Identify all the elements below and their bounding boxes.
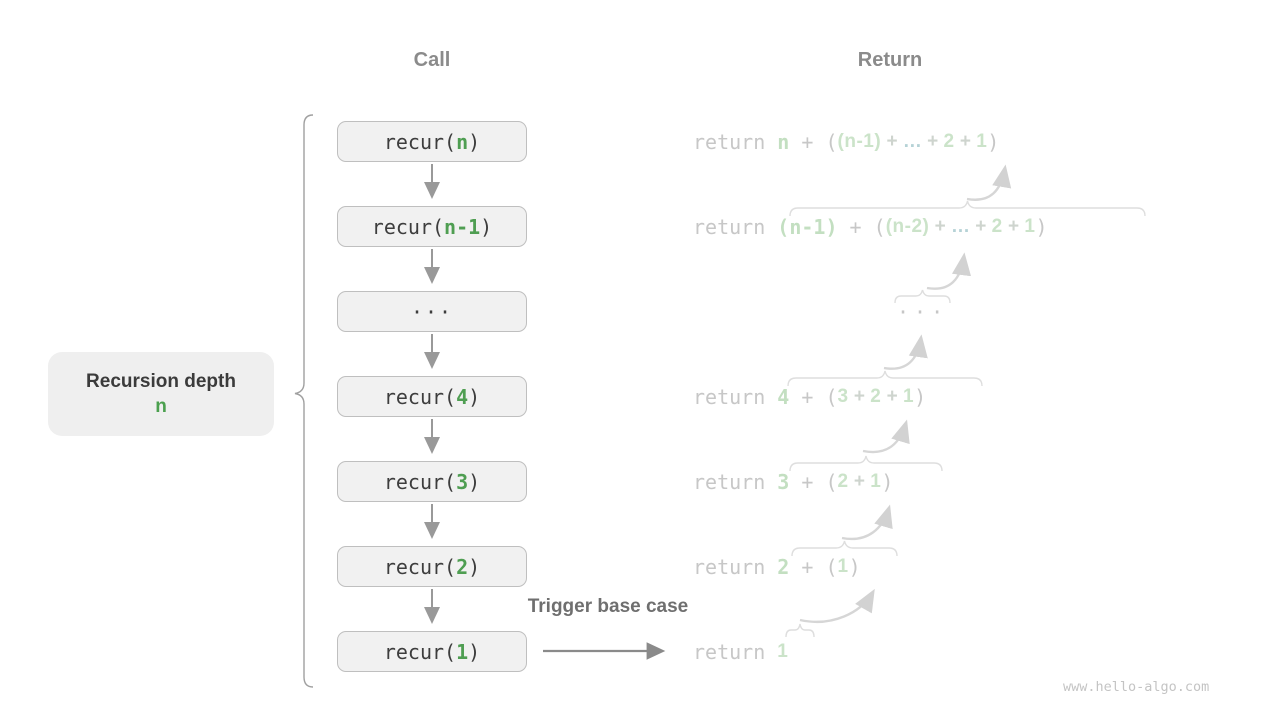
return-statement: return 1 bbox=[693, 631, 788, 672]
recursion-depth-label: Recursion depth n bbox=[48, 352, 274, 436]
return-column-header: Return bbox=[857, 49, 923, 71]
call-box-text: recur( bbox=[383, 554, 457, 579]
depth-value: n bbox=[155, 395, 167, 417]
return-text-segment: return bbox=[693, 469, 778, 494]
call-box: recur(4) bbox=[337, 376, 527, 417]
return-text-segment: return bbox=[693, 554, 778, 579]
return-arrow-icon bbox=[862, 419, 910, 454]
return-text-segment: + bbox=[881, 385, 903, 407]
depth-brace-icon bbox=[294, 114, 314, 688]
return-text-segment: + ( bbox=[789, 554, 838, 579]
call-box-text: recur( bbox=[383, 469, 457, 494]
return-text-segment: + ( bbox=[789, 129, 838, 154]
return-arrow-icon bbox=[883, 334, 928, 370]
return-arrow-icon bbox=[926, 252, 972, 290]
return-arrow-icon bbox=[841, 504, 893, 541]
return-text-segment: return bbox=[693, 214, 778, 239]
return-text-segment: + bbox=[848, 385, 871, 407]
return-arrow-icon bbox=[966, 164, 1012, 201]
call-box: recur(n-1) bbox=[337, 206, 527, 247]
return-text-segment: 1 bbox=[870, 470, 882, 492]
return-text-segment: + bbox=[848, 470, 871, 492]
call-box: recur(2) bbox=[337, 546, 527, 587]
return-text-segment: 1 bbox=[777, 640, 789, 662]
return-text-segment: ) bbox=[987, 129, 1000, 154]
call-box: recur(n) bbox=[337, 121, 527, 162]
call-column-header: Call bbox=[413, 49, 451, 71]
return-text-segment: (n-1) bbox=[777, 214, 838, 239]
return-text-segment: … bbox=[902, 130, 922, 152]
return-statement: return 2 + (1) bbox=[693, 546, 861, 587]
overbrace-icon bbox=[785, 623, 815, 638]
return-text-segment: 1 bbox=[902, 385, 915, 407]
call-box-text: n-1 bbox=[444, 214, 481, 239]
return-text-segment: + bbox=[881, 130, 903, 152]
call-box: recur(1) bbox=[337, 631, 527, 672]
call-box-text: ) bbox=[468, 469, 481, 494]
call-box-text: ) bbox=[468, 129, 481, 154]
call-box-text: n bbox=[456, 129, 469, 154]
return-text-segment: 2 bbox=[870, 385, 882, 407]
call-box-text: 4 bbox=[456, 384, 469, 409]
call-box: ··· bbox=[337, 291, 527, 332]
return-text-segment: + ( bbox=[789, 384, 838, 409]
return-text-segment: 1 bbox=[837, 555, 849, 577]
return-text-segment: 1 bbox=[1024, 215, 1036, 237]
return-text-segment: n bbox=[777, 129, 790, 154]
return-text-segment: ) bbox=[914, 384, 927, 409]
return-text-segment: ) bbox=[848, 554, 861, 579]
call-box-text: 3 bbox=[456, 469, 469, 494]
return-text-segment: 1 bbox=[976, 130, 988, 152]
call-box-text: 1 bbox=[456, 639, 469, 664]
return-text-segment: ) bbox=[1035, 214, 1048, 239]
call-box-text: recur( bbox=[371, 214, 445, 239]
return-text-segment: 2 bbox=[777, 554, 790, 579]
return-text-segment: (n-2) bbox=[885, 215, 930, 237]
return-text-segment: + ( bbox=[789, 469, 838, 494]
return-text-segment: (n-1) bbox=[837, 130, 882, 152]
return-text-segment: + bbox=[954, 130, 977, 152]
ellipsis-box-label: ··· bbox=[410, 299, 454, 324]
return-statement: return n + ((n-1) + … + 2 + 1) bbox=[693, 121, 999, 162]
call-box-text: ) bbox=[468, 554, 481, 579]
return-statement: return 4 + (3 + 2 + 1) bbox=[693, 376, 926, 417]
return-text-segment: 3 bbox=[837, 385, 849, 407]
depth-title: Recursion depth bbox=[86, 370, 236, 392]
return-text-segment: + bbox=[1002, 215, 1025, 237]
return-arrow-icon bbox=[799, 588, 875, 623]
return-text-segment: + bbox=[929, 215, 951, 237]
return-text-segment: 2 bbox=[837, 470, 849, 492]
return-text-segment: 2 bbox=[991, 215, 1003, 237]
call-box: recur(3) bbox=[337, 461, 527, 502]
call-box-text: ) bbox=[480, 214, 493, 239]
return-ellipsis: ··· bbox=[897, 299, 949, 324]
return-text-segment: 2 bbox=[943, 130, 955, 152]
return-text-segment: return bbox=[693, 129, 778, 154]
return-text-segment: ) bbox=[881, 469, 894, 494]
call-box-text: recur( bbox=[383, 384, 457, 409]
return-text-segment: return bbox=[693, 639, 778, 664]
call-box-text: 2 bbox=[456, 554, 469, 579]
return-statement: return 3 + (2 + 1) bbox=[693, 461, 893, 502]
watermark: www.hello-algo.com bbox=[1063, 679, 1210, 695]
return-text-segment: + bbox=[921, 130, 944, 152]
return-text-segment: … bbox=[951, 215, 970, 237]
return-text-segment: + bbox=[970, 215, 992, 237]
call-box-text: ) bbox=[468, 384, 481, 409]
return-text-segment: 3 bbox=[777, 469, 790, 494]
return-text-segment: + ( bbox=[837, 214, 886, 239]
return-text-segment: 4 bbox=[777, 384, 790, 409]
call-box-text: recur( bbox=[383, 639, 457, 664]
return-text-segment: return bbox=[693, 384, 778, 409]
trigger-base-case-label: Trigger base case bbox=[527, 596, 689, 617]
return-statement: return (n-1) + ((n-2) + … + 2 + 1) bbox=[693, 206, 1048, 247]
call-box-text: recur( bbox=[383, 129, 457, 154]
call-box-text: ) bbox=[468, 639, 481, 664]
